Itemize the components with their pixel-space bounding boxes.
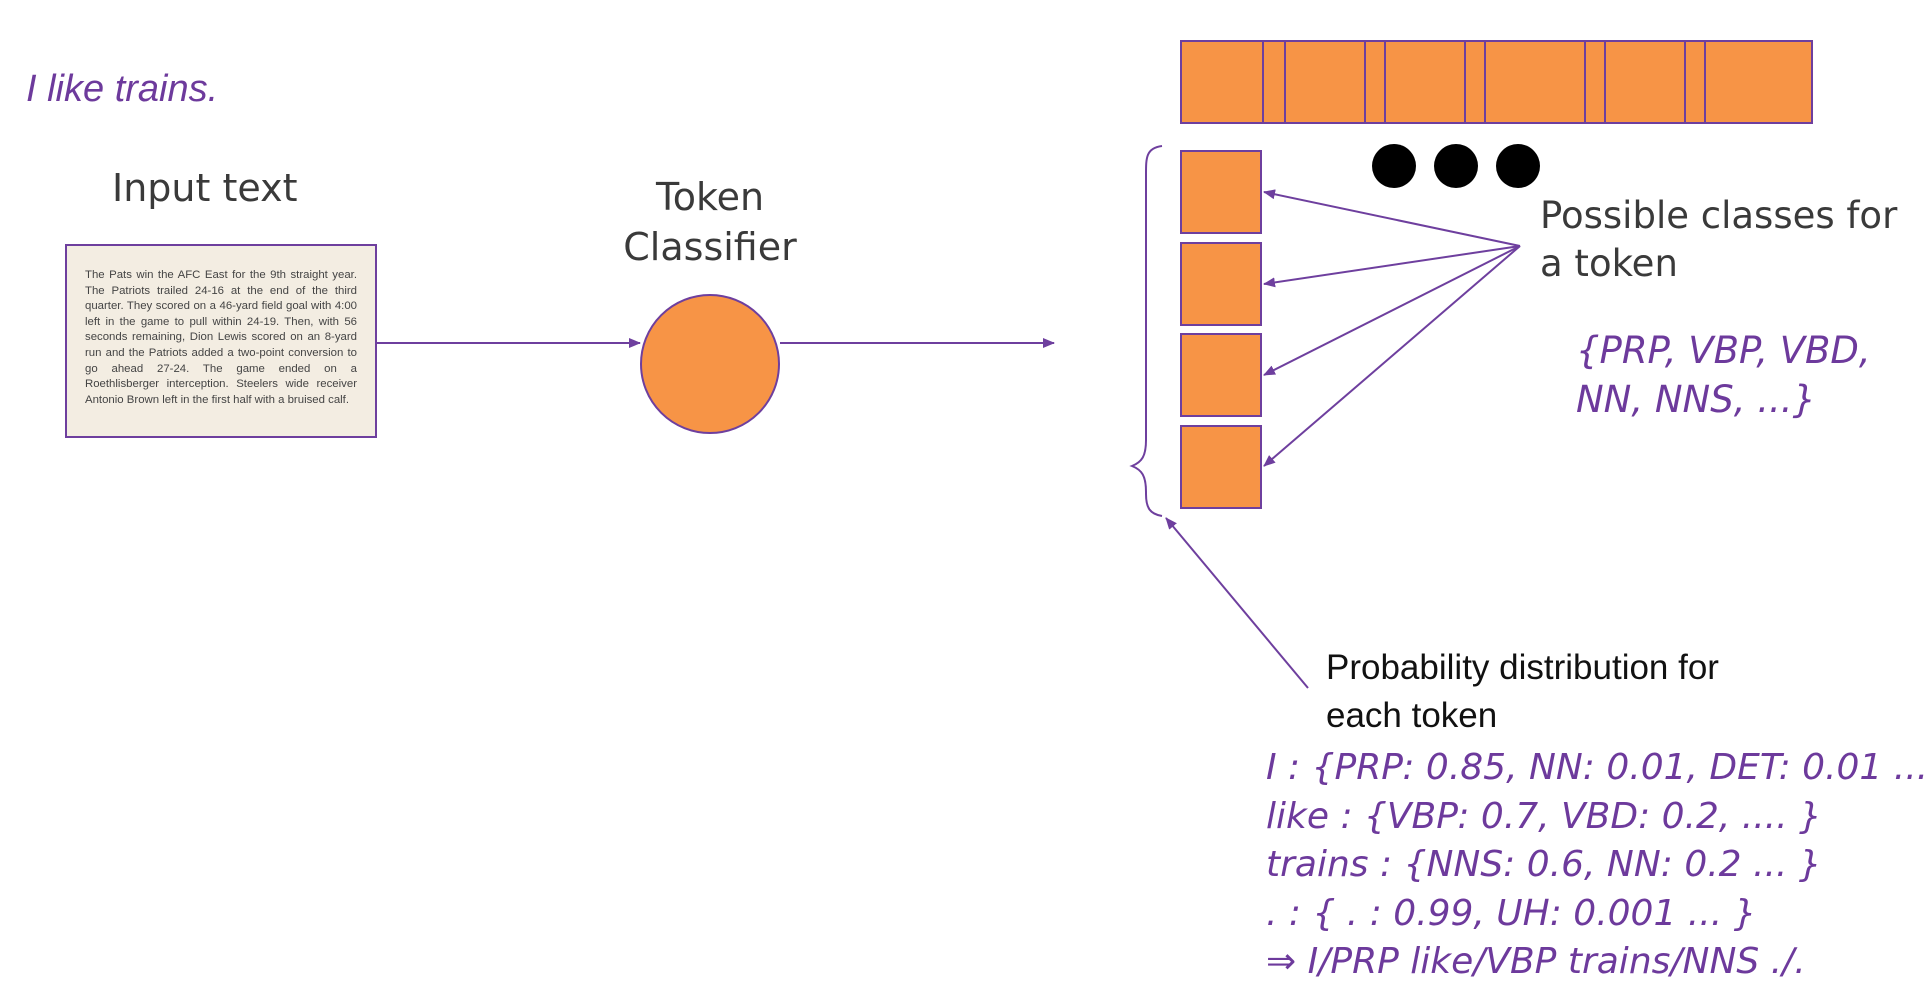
- token-classifier-label-line1: Token: [655, 175, 765, 219]
- arrow-classes-to-box-1: [1263, 189, 1521, 247]
- example-sentence: I like trains.: [26, 68, 219, 110]
- class-box: [1180, 425, 1262, 509]
- output-vector-bar: [1180, 40, 1813, 124]
- token-distribution-line: I : {PRP: 0.85, NN: 0.01, DET: 0.01 ...: [1266, 747, 1928, 788]
- token-classifier-node: [640, 294, 780, 434]
- possible-classes-label-line1: Possible classes for: [1540, 194, 1898, 237]
- vector-cell: [1466, 42, 1486, 122]
- token-classifier-label: Token Classifier: [610, 172, 810, 272]
- class-box: [1180, 242, 1262, 326]
- vector-cell: [1586, 42, 1606, 122]
- input-document-text: The Pats win the AFC East for the 9th st…: [85, 269, 357, 406]
- vector-cell: [1386, 42, 1466, 122]
- possible-classes-label: Possible classes for a token: [1540, 192, 1897, 288]
- class-box: [1180, 150, 1262, 234]
- token-distribution-line: like : {VBP: 0.7, VBD: 0.2, .... }: [1266, 795, 1822, 837]
- class-set-line2: NN, NNS, ...}: [1576, 378, 1817, 421]
- vector-cell: [1686, 42, 1706, 122]
- probability-distribution-label-line1: Probability distribution for: [1326, 648, 1719, 687]
- arrow-prob-to-brace: [1165, 517, 1309, 689]
- class-boxes-brace: [1129, 145, 1163, 517]
- class-set-line1: {PRP, VBP, VBD,: [1576, 329, 1871, 372]
- input-document: The Pats win the AFC East for the 9th st…: [65, 244, 377, 438]
- ellipsis-dot: [1434, 144, 1478, 188]
- vector-cell: [1264, 42, 1286, 122]
- arrow-classes-to-box-2: [1263, 245, 1521, 288]
- arrow-classes-to-box-4: [1263, 245, 1521, 467]
- probability-distribution-label: Probability distribution for each token: [1326, 644, 1719, 740]
- possible-classes-label-line2: a token: [1540, 242, 1678, 285]
- vector-cell: [1366, 42, 1386, 122]
- vector-cell: [1182, 42, 1264, 122]
- vector-cell: [1606, 42, 1686, 122]
- token-distribution-line: trains : {NNS: 0.6, NN: 0.2 ... }: [1266, 844, 1822, 885]
- ellipsis-dot: [1496, 144, 1540, 188]
- arrow-classes-to-box-3: [1263, 245, 1521, 376]
- class-set: {PRP, VBP, VBD, NN, NNS, ...}: [1576, 326, 1871, 424]
- input-text-label: Input text: [112, 166, 298, 210]
- probability-distribution-label-line2: each token: [1326, 696, 1498, 735]
- token-classifier-label-line2: Classifier: [623, 225, 797, 269]
- token-distribution-line: . : { . : 0.99, UH: 0.001 ... }: [1266, 892, 1757, 934]
- vector-cell: [1286, 42, 1366, 122]
- vector-cell: [1486, 42, 1586, 122]
- class-box: [1180, 333, 1262, 417]
- vector-cell: [1706, 42, 1755, 122]
- ellipsis-dot: [1372, 144, 1416, 188]
- tagged-result-line: ⇒ I/PRP like/VBP trains/NNS ./.: [1266, 941, 1806, 982]
- token-distributions: I : {PRP: 0.85, NN: 0.01, DET: 0.01 ... …: [1266, 744, 1928, 987]
